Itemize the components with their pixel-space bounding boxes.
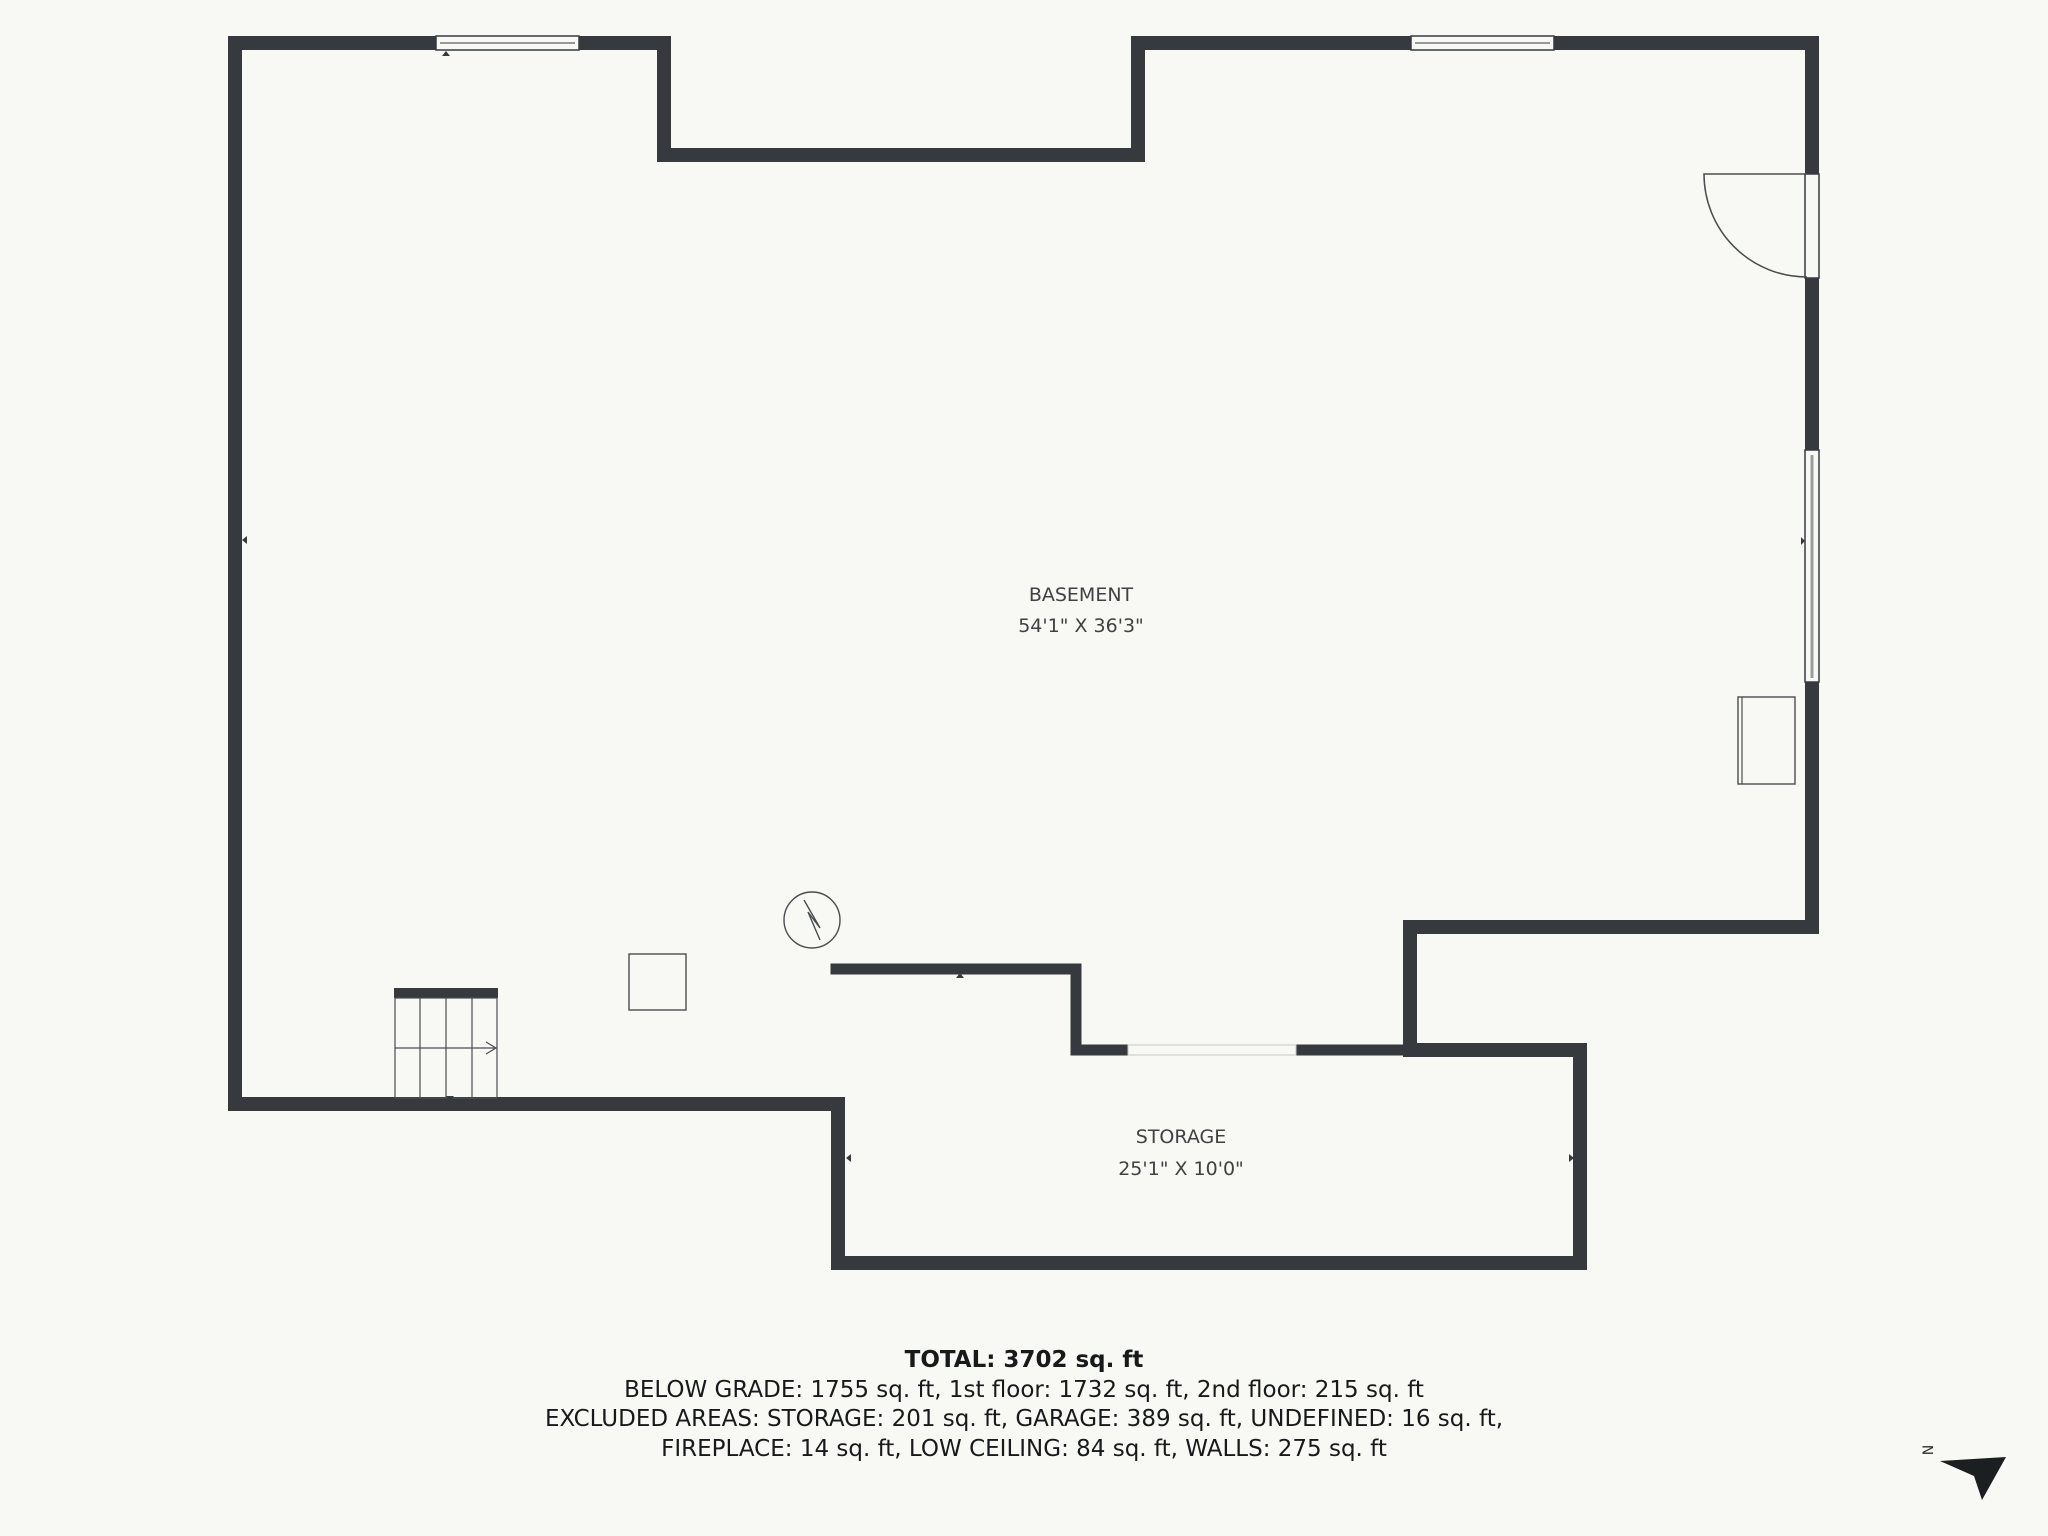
partition-wall [830, 963, 1132, 1056]
room-name-storage: STORAGE [1136, 1126, 1226, 1148]
area-breakdown-line-2: EXCLUDED AREAS: STORAGE: 201 sq. ft, GAR… [544, 1406, 1504, 1432]
area-breakdown-line-1: BELOW GRADE: 1755 sq. ft, 1st floor: 173… [624, 1376, 1424, 1403]
room-dimensions-storage: 25'1" X 10'0" [1118, 1158, 1244, 1180]
window-icon [435, 35, 580, 56]
basement-wall-north-notch [657, 36, 1819, 1057]
area-breakdown-line-3: FIREPLACE: 14 sq. ft, LOW CEILING: 84 sq… [661, 1435, 1387, 1462]
furnace-icon [1737, 696, 1796, 785]
svg-text:N: N [1921, 1445, 1937, 1455]
storage-partition-walls [830, 963, 1416, 1056]
storage-opening [1127, 1044, 1297, 1056]
area-summary: TOTAL: 3702 sq. ft BELOW GRADE: 1755 sq.… [0, 1346, 2048, 1464]
door-swing-icon [1703, 173, 1820, 279]
water-heater-icon [783, 891, 841, 949]
support-column-icon [628, 953, 687, 1011]
stairs-icon [394, 988, 498, 1099]
window-icon [1801, 449, 1820, 683]
wall-markers [242, 536, 1574, 1262]
room-name-basement: BASEMENT [1029, 584, 1134, 606]
basement-wall-north-left [228, 36, 1587, 1270]
total-area: TOTAL: 3702 sq. ft [904, 1347, 1144, 1373]
room-dimensions-basement: 54'1" X 36'3" [1018, 615, 1144, 637]
north-arrow-icon: N [1921, 1445, 2006, 1500]
window-icon [1410, 35, 1555, 51]
